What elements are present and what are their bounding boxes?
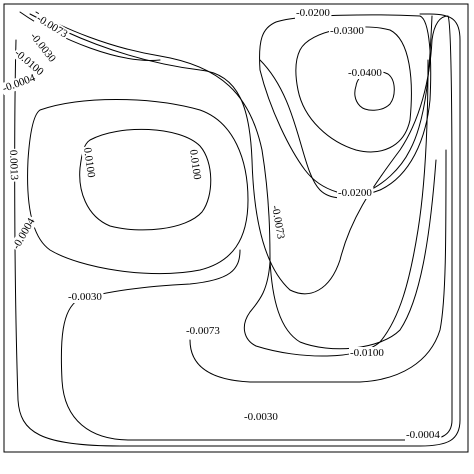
contour-line-minus-0.0300 [295, 26, 412, 153]
contour-line-minus-0.0030 [29, 13, 453, 441]
contour-label-text: -0.0030 [244, 411, 278, 423]
contour-line-minus-0.0073-lower [189, 149, 447, 383]
contour-label-text: -0.0030 [68, 291, 102, 303]
contour-label-text: -0.0004 [1, 72, 37, 95]
contour-label-background [33, 11, 71, 42]
contour-label-text: -0.0073 [186, 325, 220, 337]
contour-label-text: 0.0100 [81, 147, 97, 179]
contour-label: -0.0300 [329, 25, 366, 37]
contour-label-background [295, 7, 332, 19]
contour-label-text: -0.0073 [269, 204, 287, 240]
contour-label-text: -0.0300 [330, 25, 364, 37]
contour-label-background [80, 145, 98, 180]
contour-label-text: -0.0004 [406, 429, 440, 441]
contour-label: -0.0400 [347, 67, 384, 79]
contour-label-background [186, 147, 204, 182]
contour-label: 0.0100 [80, 145, 98, 180]
contour-label-background [185, 325, 222, 337]
contour-label-text: -0.0400 [348, 67, 382, 79]
contour-label: -0.0073 [268, 203, 288, 242]
contour-label-background [27, 29, 59, 66]
contour-line-0.0100 [79, 128, 212, 231]
contour-label-background [6, 148, 21, 182]
contour-label: -0.0200 [295, 7, 332, 19]
contour-label-background [9, 214, 39, 253]
contour-line-0.0013 [27, 99, 249, 275]
contour-label-text: -0.0200 [338, 187, 372, 199]
contour-label: -0.0030 [67, 291, 104, 303]
contour-label-background [329, 25, 366, 37]
contour-label-background [268, 203, 288, 242]
contour-label: -0.0073 [185, 325, 222, 337]
contour-label-background [243, 411, 280, 423]
contour-line-minus-0.0004-outer [14, 13, 461, 447]
contour-label: -0.0004 [405, 429, 442, 441]
contour-line-minus-0.0200 [259, 14, 432, 196]
contour-label-background [337, 187, 374, 199]
contour-label: -0.0004 [9, 214, 39, 253]
contour-label: -0.0030 [243, 411, 280, 423]
contour-label-background [11, 46, 47, 80]
contour-label: -0.0100 [349, 347, 386, 359]
contour-label-text: -0.0200 [296, 7, 330, 19]
contour-label-text: 0.0100 [187, 149, 203, 181]
contour-label-background [347, 67, 384, 79]
contour-label: 0.0100 [186, 147, 204, 182]
contour-label: -0.0004 [0, 71, 39, 96]
contour-label: -0.0200 [337, 187, 374, 199]
contour-label-background [67, 291, 104, 303]
contour-label-background [349, 347, 386, 359]
contour-label-background [0, 71, 39, 96]
contour-line-minus-0.0073-upper [35, 11, 429, 357]
contour-labels: -0.0200-0.0300-0.0400-0.0200-0.0100-0.00… [0, 7, 442, 441]
contour-label-text: -0.0100 [350, 347, 384, 359]
plot-frame [3, 3, 469, 453]
contour-label-background [405, 429, 442, 441]
contour-label-text: 0.0013 [7, 150, 20, 181]
contour-label: 0.0013 [6, 148, 21, 182]
